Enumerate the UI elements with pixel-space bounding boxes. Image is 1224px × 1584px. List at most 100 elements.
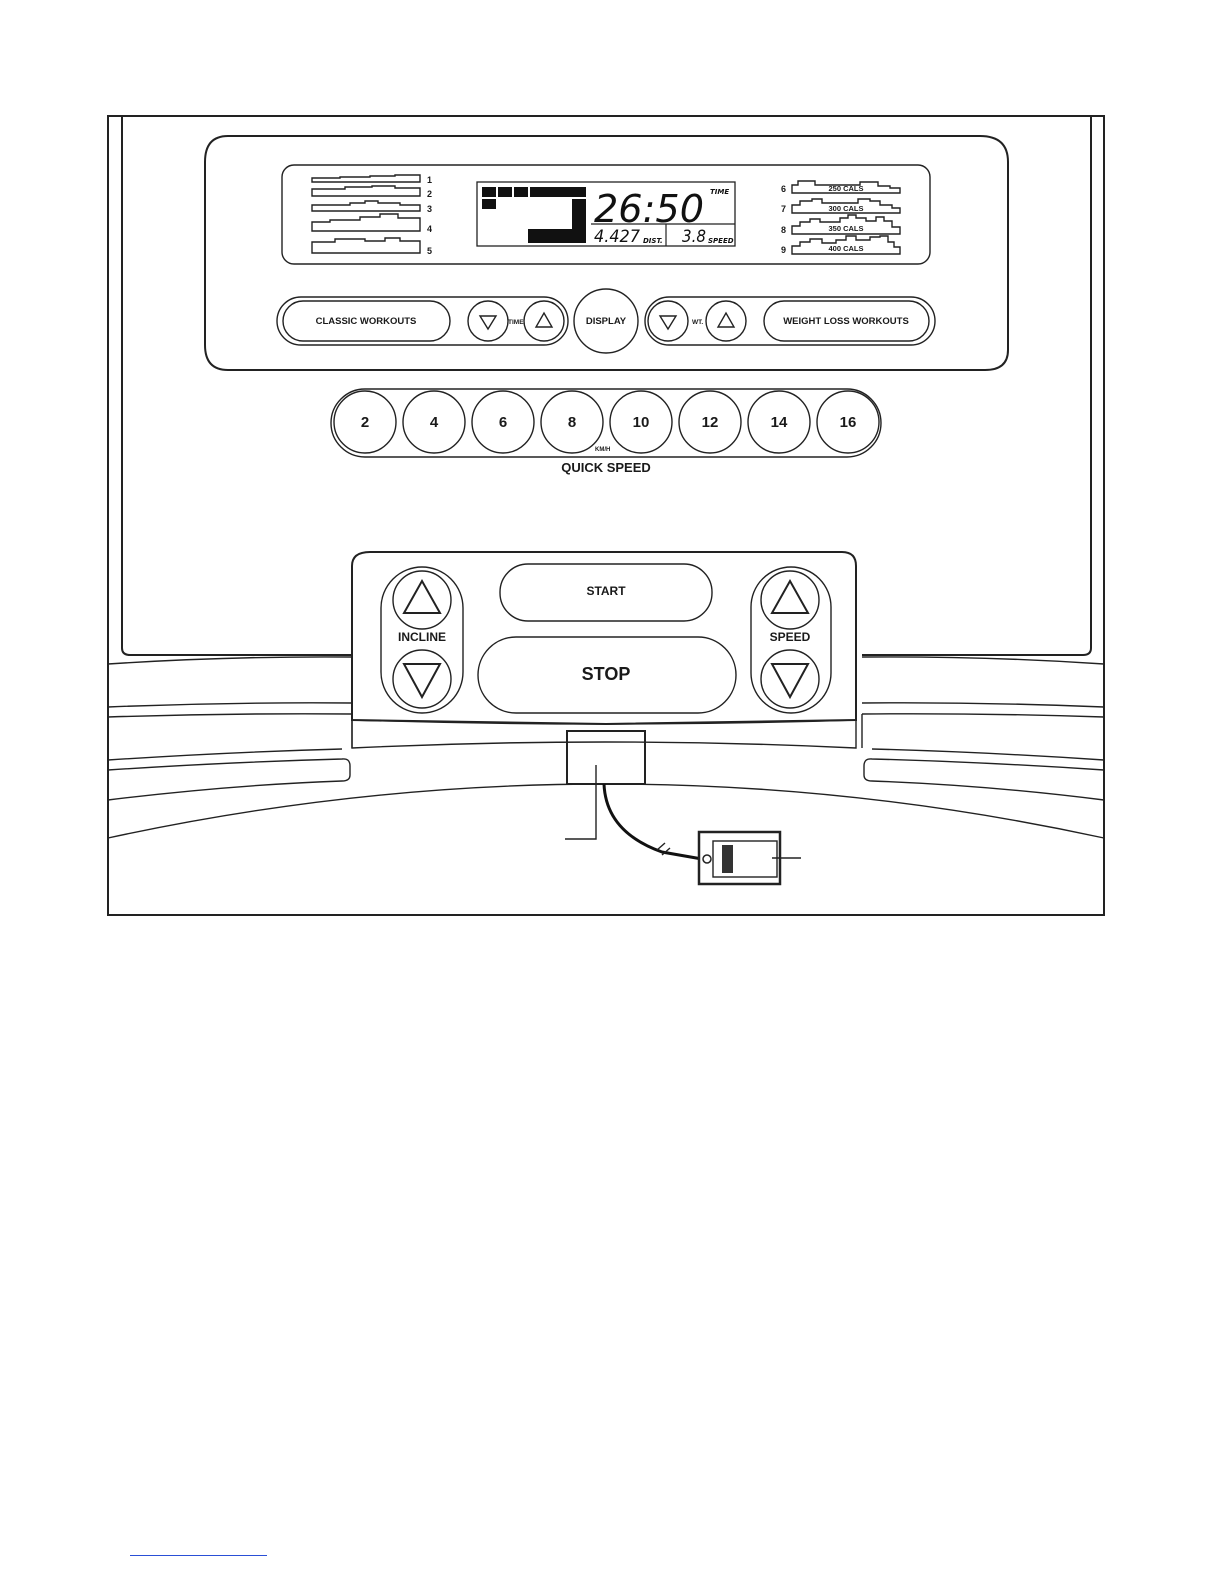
incline-up-button[interactable] bbox=[393, 571, 451, 629]
classic-workouts-label: CLASSIC WORKOUTS bbox=[316, 316, 417, 327]
handlebar-right bbox=[862, 657, 1104, 800]
triangle-up-icon bbox=[718, 313, 734, 327]
handlebar-left bbox=[108, 657, 352, 800]
classic-workouts-button[interactable]: CLASSIC WORKOUTS bbox=[283, 301, 450, 341]
quick-speed-button[interactable]: 16 bbox=[817, 391, 879, 453]
quick-speed-button[interactable]: 14 bbox=[748, 391, 810, 453]
profile-number: 6 bbox=[781, 184, 786, 194]
start-label: START bbox=[586, 584, 626, 598]
weight-loss-profile-8: 8 350 CALS bbox=[781, 215, 900, 235]
classic-profile-5: 5 bbox=[312, 238, 432, 256]
quick-speed-label: QUICK SPEED bbox=[561, 460, 651, 475]
profile-number: 4 bbox=[427, 224, 432, 234]
lower-panel-lip bbox=[352, 720, 856, 748]
lcd-bar-segment bbox=[498, 187, 512, 197]
display-label: DISPLAY bbox=[586, 316, 627, 327]
distance-unit-label: DIST. bbox=[643, 237, 663, 245]
weight-decrease-button[interactable] bbox=[648, 301, 688, 341]
profile-number: 7 bbox=[781, 204, 786, 214]
key-cord bbox=[604, 784, 702, 859]
incline-down-button[interactable] bbox=[393, 650, 451, 708]
safety-key-clip bbox=[699, 832, 780, 884]
quick-speed-value: 16 bbox=[840, 414, 857, 431]
stop-label: STOP bbox=[582, 664, 631, 684]
triangle-up-icon bbox=[772, 581, 808, 613]
lcd-bar-segment bbox=[482, 187, 496, 197]
lcd-bar-segment bbox=[514, 187, 528, 197]
triangle-down-icon bbox=[404, 664, 440, 697]
profile-calorie-label: 400 CALS bbox=[828, 244, 863, 253]
lcd-bar-segment bbox=[530, 187, 586, 197]
profile-number: 8 bbox=[781, 225, 786, 235]
display-button[interactable]: DISPLAY bbox=[574, 289, 638, 353]
triangle-up-icon bbox=[404, 581, 440, 613]
profile-calorie-label: 350 CALS bbox=[828, 224, 863, 233]
quick-speed-value: 2 bbox=[361, 414, 369, 431]
classic-profile-3: 3 bbox=[312, 201, 432, 214]
lcd-screen: 26:50 TIME 4.427 DIST. 3.8 SPEED bbox=[477, 182, 735, 247]
speed-label: SPEED bbox=[770, 630, 811, 644]
weight-loss-workouts-label: WEIGHT LOSS WORKOUTS bbox=[783, 316, 909, 327]
quick-speed-value: 4 bbox=[430, 414, 439, 431]
weight-loss-profile-7: 7 300 CALS bbox=[781, 199, 900, 214]
stop-button[interactable]: STOP bbox=[478, 637, 736, 713]
quick-speed-bar: 2 4 6 8 10 12 14 16 KM/H QUICK SPEED bbox=[331, 389, 881, 475]
quick-speed-button[interactable]: 10 bbox=[610, 391, 672, 453]
speed-up-button[interactable] bbox=[761, 571, 819, 629]
weight-loss-profile-6: 6 250 CALS bbox=[781, 181, 900, 194]
weight-loss-workouts-button[interactable]: WEIGHT LOSS WORKOUTS bbox=[764, 301, 929, 341]
speed-down-button[interactable] bbox=[761, 650, 819, 708]
weight-loss-profile-list: 6 250 CALS 7 300 CALS 8 350 CALS 9 400 C… bbox=[781, 181, 900, 255]
time-readout: 26:50 bbox=[594, 187, 704, 231]
incline-control: INCLINE bbox=[381, 567, 463, 713]
profile-number: 1 bbox=[427, 175, 432, 185]
lcd-bar-segment bbox=[528, 229, 586, 243]
triangle-up-icon bbox=[536, 313, 552, 327]
time-adjust-label: TIME bbox=[508, 319, 524, 326]
triangle-down-icon bbox=[480, 316, 496, 329]
console-housing-left bbox=[122, 116, 352, 655]
classic-profile-1: 1 bbox=[312, 175, 432, 185]
classic-profile-list: 1 2 3 4 5 bbox=[312, 175, 432, 256]
profile-number: 2 bbox=[427, 189, 432, 199]
quick-speed-unit: KM/H bbox=[595, 447, 610, 453]
profile-calorie-label: 300 CALS bbox=[828, 204, 863, 213]
console-housing-right bbox=[862, 116, 1091, 655]
time-decrease-button[interactable] bbox=[468, 301, 508, 341]
profile-number: 3 bbox=[427, 204, 432, 214]
speed-unit-label: SPEED bbox=[708, 237, 734, 245]
quick-speed-button[interactable]: 4 bbox=[403, 391, 465, 453]
quick-speed-button[interactable]: 12 bbox=[679, 391, 741, 453]
quick-speed-value: 10 bbox=[633, 414, 650, 431]
quick-speed-value: 8 bbox=[568, 414, 576, 431]
quick-speed-button[interactable]: 8 bbox=[541, 391, 603, 453]
program-button-row: CLASSIC WORKOUTS TIME DISPLAY WT. WEIGHT… bbox=[277, 289, 935, 353]
incline-label: INCLINE bbox=[398, 630, 446, 644]
classic-profile-4: 4 bbox=[312, 214, 432, 234]
weight-adjust-label: WT. bbox=[692, 319, 703, 326]
triangle-down-icon bbox=[772, 664, 808, 697]
quick-speed-button[interactable]: 2 bbox=[334, 391, 396, 453]
time-increase-button[interactable] bbox=[524, 301, 564, 341]
key-socket bbox=[567, 731, 645, 784]
profile-calorie-label: 250 CALS bbox=[828, 184, 863, 193]
quick-speed-buttons: 2 4 6 8 10 12 14 16 bbox=[334, 391, 879, 453]
quick-speed-value: 12 bbox=[702, 414, 719, 431]
quick-speed-button[interactable]: 6 bbox=[472, 391, 534, 453]
speed-control: SPEED bbox=[751, 567, 831, 713]
weight-loss-profile-9: 9 400 CALS bbox=[781, 236, 900, 255]
lcd-bar-segment bbox=[482, 199, 496, 209]
weight-increase-button[interactable] bbox=[706, 301, 746, 341]
clip-slot bbox=[722, 845, 733, 873]
triangle-down-icon bbox=[660, 316, 676, 329]
quick-speed-value: 14 bbox=[771, 414, 788, 431]
start-button[interactable]: START bbox=[500, 564, 712, 621]
distance-readout: 4.427 bbox=[594, 227, 640, 247]
time-unit-label: TIME bbox=[710, 188, 729, 196]
quick-speed-value: 6 bbox=[499, 414, 507, 431]
classic-profile-2: 2 bbox=[312, 186, 432, 199]
leader-line-socket bbox=[565, 765, 596, 839]
footer-rule bbox=[130, 1555, 267, 1556]
profile-number: 9 bbox=[781, 245, 786, 255]
